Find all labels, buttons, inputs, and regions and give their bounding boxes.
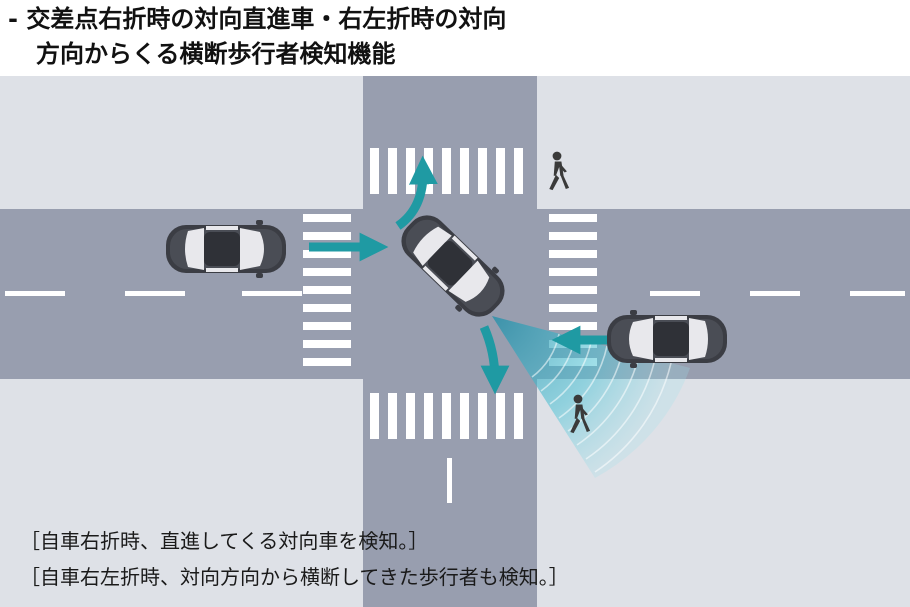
car-icon bbox=[607, 310, 727, 368]
crosswalk-left bbox=[303, 214, 351, 366]
caption-crossing-pedestrian: ［自車右左折時、対向方向から横断してきた歩行者も検知。］ bbox=[20, 565, 569, 589]
arrow-left-turn bbox=[395, 155, 438, 230]
crosswalk-bottom bbox=[370, 393, 523, 439]
arrow-icon bbox=[309, 155, 608, 395]
title-line-1: - 交差点右折時の対向直進車・右左折時の対向 bbox=[8, 5, 507, 33]
crosswalk-top bbox=[370, 148, 523, 194]
car-icon bbox=[166, 220, 286, 278]
diagram-title: - 交差点右折時の対向直進車・右左折時の対向 方向からくる横断歩行者検知機能 bbox=[8, 2, 506, 72]
lane-markings bbox=[5, 291, 905, 503]
intersection-diagram bbox=[0, 76, 910, 607]
arrow-right-turn bbox=[479, 325, 510, 395]
caption-oncoming-vehicle: ［自車右折時、直進してくる対向車を検知。］ bbox=[20, 529, 429, 553]
captions: ［自車右折時、直進してくる対向車を検知。］ ［自車右左折時、対向方向から横断して… bbox=[20, 523, 569, 595]
title-line-2: 方向からくる横断歩行者検知機能 bbox=[36, 40, 396, 68]
